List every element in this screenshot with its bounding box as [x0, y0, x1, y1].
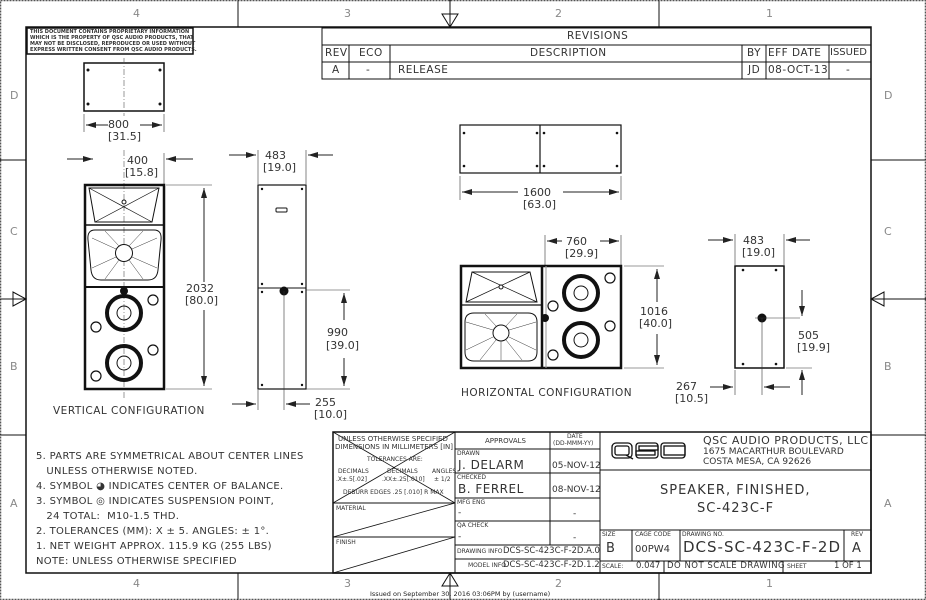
do-not-scale: DO NOT SCALE DRAWING — [667, 561, 786, 571]
vertical-side-view — [229, 150, 350, 410]
dim-760-in: [29.9] — [565, 247, 599, 260]
zone-col-2-bottom: 2 — [555, 577, 562, 590]
dim-2032-in: [80.0] — [185, 294, 219, 307]
vertical-front-view — [67, 150, 212, 398]
dim-505-in: [19.9] — [797, 341, 831, 354]
finish-label: FINISH — [336, 539, 356, 546]
dim-267-in: [10.5] — [675, 392, 709, 405]
zone-row-b-left: B — [10, 360, 18, 373]
eco-header: ECO — [359, 47, 383, 59]
dim-2032-mm: 2032 — [186, 282, 214, 295]
model-info: DCS-SC-423C-F-2D.1.2 — [503, 560, 600, 570]
dim-400-in: [15.8] — [125, 166, 159, 179]
zone-row-a-right: A — [884, 497, 892, 510]
dim-483v-mm: 483 — [265, 149, 286, 162]
zone-col-3-bottom: 3 — [344, 577, 351, 590]
by-header: BY — [747, 47, 762, 59]
material-label: MATERIAL — [336, 505, 366, 512]
dim-990-mm: 990 — [327, 326, 348, 339]
checked-by: B. FERREL — [458, 482, 524, 496]
drawing-scale: 0.047 — [636, 561, 661, 571]
vertical-configuration-label: VERTICAL CONFIGURATION — [53, 405, 205, 417]
dim-800-mm: 800 — [108, 118, 129, 131]
dim-800-in: [31.5] — [108, 130, 142, 143]
dim-400-mm: 400 — [127, 154, 148, 167]
title-block-grid — [332, 431, 872, 574]
drawing-number: DCS-SC-423C-F-2D — [683, 538, 842, 556]
dim-483h-in: [19.0] — [742, 246, 776, 259]
dim-483v-in: [19.0] — [263, 161, 297, 174]
zone-col-1-bottom: 1 — [766, 577, 773, 590]
dim-255-in: [10.0] — [314, 408, 348, 421]
rev-header: REV — [325, 47, 348, 59]
eco-value: - — [366, 64, 371, 76]
dim-760-mm: 760 — [566, 235, 587, 248]
company-address-1: 1675 MACARTHUR BOULEVARD — [703, 447, 844, 457]
dim-1600-in: [63.0] — [523, 198, 557, 211]
dim-1016-in: [40.0] — [639, 317, 673, 330]
horizontal-top-view — [459, 124, 622, 200]
dim-1600-mm: 1600 — [523, 186, 551, 199]
rev-value: A — [332, 64, 340, 76]
zone-col-4-top: 4 — [133, 7, 140, 20]
zone-row-b-right: B — [884, 360, 892, 373]
drawn-date: 05-NOV-12 — [552, 461, 601, 471]
company-address-2: COSTA MESA, CA 92626 — [703, 457, 812, 467]
vertical-top-view — [83, 58, 165, 132]
zone-row-c-left: C — [10, 225, 18, 238]
zone-row-a-left: A — [10, 497, 18, 510]
horizontal-configuration-label: HORIZONTAL CONFIGURATION — [461, 387, 633, 399]
drawing-title-1: SPEAKER, FINISHED, — [660, 483, 811, 498]
drawing-info: DCS-SC-423C-F-2D.A.0 — [503, 546, 600, 556]
horizontal-front-view — [459, 235, 664, 370]
drawing-rev: A — [852, 541, 861, 556]
zone-row-c-right: C — [884, 225, 892, 238]
sheet-number: 1 OF 1 — [834, 561, 862, 571]
by-value: JD — [748, 64, 761, 76]
dim-255-mm: 255 — [315, 396, 336, 409]
description-header: DESCRIPTION — [530, 47, 607, 59]
description-value: RELEASE — [398, 64, 449, 76]
drawn-by: J. DELARM — [458, 458, 525, 472]
issued-value: - — [846, 64, 851, 76]
zone-col-2-top: 2 — [555, 7, 562, 20]
zone-row-d-left: D — [10, 89, 19, 102]
dim-483h-mm: 483 — [743, 234, 764, 247]
horizontal-side-view — [708, 234, 812, 395]
company-name: QSC AUDIO PRODUCTS, LLC — [703, 434, 869, 447]
dim-267-mm: 267 — [676, 380, 697, 393]
drawing-title-2: SC-423C-F — [697, 501, 775, 516]
eff-date-value: 08-OCT-13 — [768, 64, 829, 76]
checked-date: 08-NOV-12 — [552, 485, 601, 495]
qsc-logo — [611, 442, 686, 460]
zone-row-d-right: D — [884, 89, 893, 102]
cage-code: 00PW4 — [635, 544, 671, 555]
dim-1016-mm: 1016 — [640, 305, 668, 318]
zone-col-3-top: 3 — [344, 7, 351, 20]
dim-990-in: [39.0] — [326, 339, 360, 352]
dim-505-mm: 505 — [798, 329, 819, 342]
sheet-size: B — [606, 541, 615, 556]
revisions-title: REVISIONS — [567, 30, 629, 42]
zone-col-4-bottom: 4 — [133, 577, 140, 590]
issued-header: ISSUED — [830, 47, 867, 58]
zone-col-1-top: 1 — [766, 7, 773, 20]
eff-date-header: EFF DATE — [768, 47, 822, 59]
issued-stamp: Issued on September 30, 2016 03:06PM by … — [370, 590, 551, 598]
